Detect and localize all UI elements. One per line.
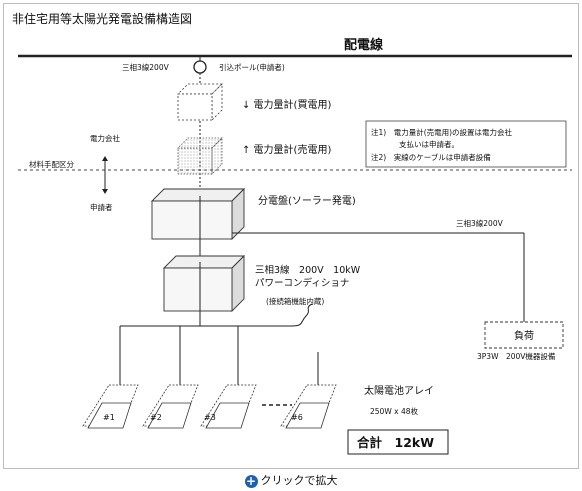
plus-icon: + <box>244 473 258 488</box>
solar-module-1: #1 <box>82 384 139 429</box>
distribution-panel-box <box>150 187 246 241</box>
enlarge-button[interactable]: +クリックで拡大 <box>244 472 338 488</box>
pcs-note: (接続箱機能内蔵) <box>266 296 324 306</box>
array-sub: 250W x 48枚 <box>370 406 418 416</box>
module-3-label: #3 <box>204 413 216 422</box>
division-label: 材料手配区分 <box>29 159 74 169</box>
array-label: 太陽電池アレイ <box>364 384 434 397</box>
diagram-frame: 非住宅用等太陽光発電設備構造図 配電線 三相3線200V 引込ポール(申請者) … <box>3 3 579 469</box>
power-conditioner-box <box>162 254 246 313</box>
sell-meter-box <box>177 137 223 175</box>
total-box <box>347 429 449 455</box>
utility-label: 電力会社 <box>90 133 120 143</box>
solar-module-6: #6 <box>280 384 337 429</box>
note-1b: 支払いは申請者。 <box>399 139 459 149</box>
service-pole-icon <box>193 60 207 74</box>
load-sub: 3P3W 200V機器設備 <box>477 351 556 361</box>
load-feeder-voltage: 三相3線200V <box>456 218 504 228</box>
module-6-label: #6 <box>291 413 303 422</box>
enlarge-label: クリックで拡大 <box>260 474 338 487</box>
pcs-label: パワーコンディショナ <box>255 277 349 289</box>
load-box <box>484 321 564 349</box>
up-down-arrow-icon <box>102 156 108 194</box>
distribution-line-label: 配電線 <box>344 37 384 53</box>
sell-meter-label: ↑ 電力量計(売電用) <box>242 143 331 156</box>
pole-label: 引込ポール(申請者) <box>219 62 285 72</box>
load-label: 負荷 <box>514 330 534 342</box>
total-label: 合計 12kW <box>357 435 434 450</box>
note-1a: 注1) 電力量計(売電用)の設置は電力会社 <box>371 127 513 137</box>
caption: +クリックで拡大 <box>0 472 582 488</box>
structure-diagram: 非住宅用等太陽光発電設備構造図 配電線 三相3線200V 引込ポール(申請者) … <box>12 11 572 455</box>
bus-break-mark <box>291 303 313 327</box>
distribution-panel-label: 分電盤(ソーラー発電) <box>258 194 356 207</box>
note-2: 注2) 実線のケーブルは申請者設備 <box>371 152 491 162</box>
buy-meter-label: ↓ 電力量計(買電用) <box>242 98 331 111</box>
module-1-label: #1 <box>103 413 115 422</box>
pcs-spec: 三相3線 200V 10kW <box>255 264 361 276</box>
buy-meter-box <box>177 83 223 121</box>
solar-module-3: #3 <box>200 384 257 429</box>
pole-voltage: 三相3線200V <box>122 62 170 72</box>
solar-module-2: #2 <box>142 384 199 429</box>
module-2-label: #2 <box>150 413 162 422</box>
notes-box <box>365 120 567 168</box>
string-drops <box>119 326 319 391</box>
applicant-label: 申請者 <box>90 202 113 212</box>
diagram-title: 非住宅用等太陽光発電設備構造図 <box>12 11 192 26</box>
